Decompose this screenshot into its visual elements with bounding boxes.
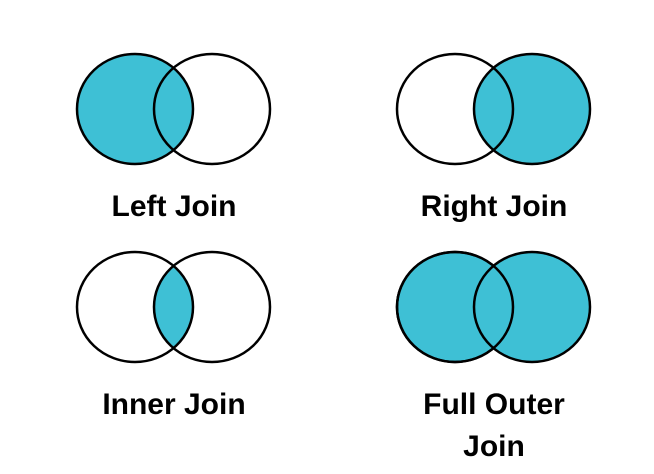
venn-right-join-diagram [394,48,594,170]
right-join-label: Right Join [420,190,568,223]
venn-right-join-svg [395,52,592,166]
card-right-join: Right Join [394,48,594,228]
left-circle-outline [395,250,515,364]
right-circle [152,52,272,166]
venn-full-outer-join-svg [395,250,592,364]
card-full-outer-join: Full Outer Join [394,246,594,468]
left-join-label: Left Join [111,190,237,223]
left-circle [395,52,515,166]
venn-left-join-svg [75,52,272,166]
full-outer-join-label: Full Outer Join [423,388,565,463]
right-circle [472,52,592,166]
venn-inner-join-diagram [74,246,274,368]
venn-inner-join-svg [75,250,272,364]
card-inner-join: Inner Join [74,246,274,468]
venn-left-join-diagram [74,48,274,170]
left-circle [75,250,195,364]
intersection-region [154,265,193,349]
inner-join-label: Inner Join [102,388,246,421]
venn-full-outer-join-diagram [394,246,594,368]
card-left-join: Left Join [74,48,274,228]
left-circle [75,52,195,166]
right-circle [152,250,272,364]
right-circle [472,250,592,364]
